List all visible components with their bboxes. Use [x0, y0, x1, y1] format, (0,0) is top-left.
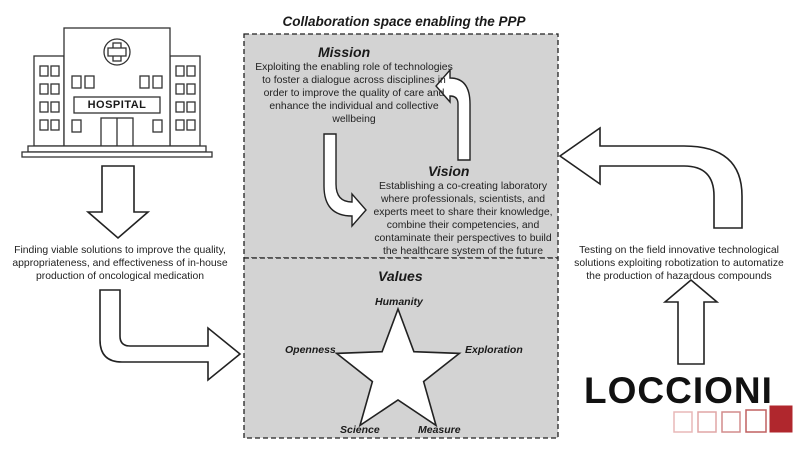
arrow-up-loccioni: [662, 278, 720, 365]
arrow-hospital-to-values: [99, 289, 242, 382]
mission-heading: Mission: [318, 44, 371, 60]
loccioni-logo-mark: [673, 405, 793, 433]
values-star-icon: [334, 306, 462, 428]
hospital-building-icon: [21, 27, 213, 158]
loccioni-logo: LOCCIONI: [584, 370, 773, 411]
value-label-exploration: Exploration: [465, 344, 523, 356]
vision-text: Establishing a co-creating laboratory wh…: [373, 181, 553, 257]
value-label-science: Science: [340, 424, 380, 436]
hospital-text: Finding viable solutions to improve the …: [12, 245, 228, 282]
value-label-openness: Openness: [285, 344, 336, 356]
hospital-sign: HOSPITAL: [87, 99, 147, 111]
value-label-measure: Measure: [418, 424, 461, 436]
value-label-humanity: Humanity: [375, 296, 423, 308]
vision-heading: Vision: [428, 163, 470, 179]
arrow-mission-to-vision: [323, 133, 367, 228]
loccioni-text: Testing on the field innovative technolo…: [574, 245, 784, 282]
mission-text: Exploiting the enabling role of technolo…: [255, 62, 453, 125]
arrow-down-hospital: [85, 165, 151, 240]
arrow-vision-up: [435, 68, 471, 161]
diagram-title: Collaboration space enabling the PPP: [282, 14, 526, 29]
arrow-loccioni-to-center: [558, 126, 743, 229]
values-heading: Values: [378, 268, 423, 284]
mission-vision-panel: [243, 33, 559, 259]
